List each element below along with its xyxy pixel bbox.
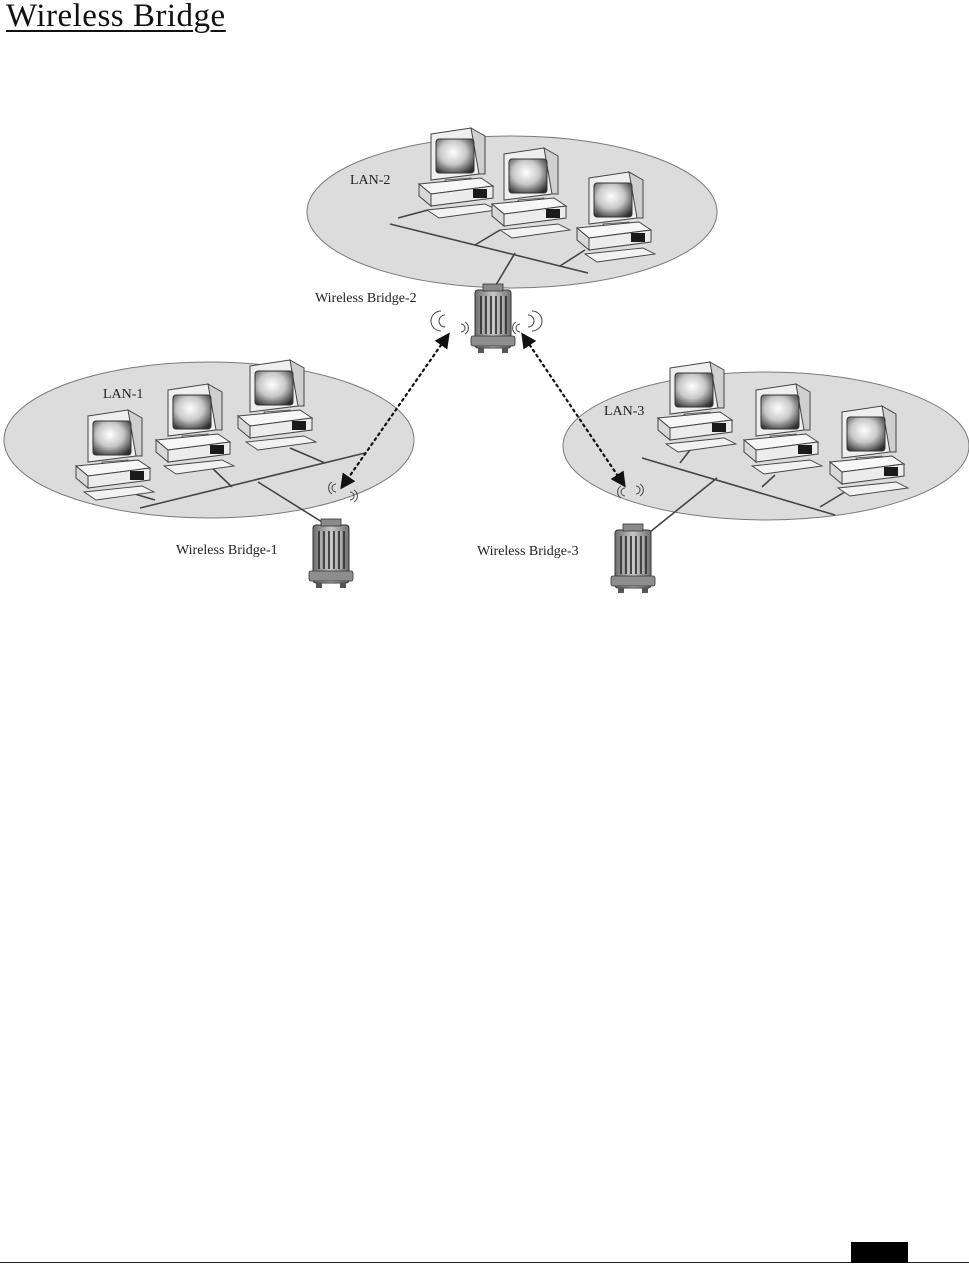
wireless-bridge-1-label: Wireless Bridge-1 [176,543,278,558]
lan-1-label: LAN-1 [103,387,143,402]
wireless-bridge-3-device [611,524,655,593]
wireless-bridge-2-label: Wireless Bridge-2 [315,291,417,306]
network-diagram: LAN-2 LAN-1 LAN-3 Wireless Bridge-2 Wire… [0,0,969,640]
wireless-bridge-2-device [471,284,515,353]
lan-3-label: LAN-3 [604,404,644,419]
wireless-bridge-1-device [309,519,353,588]
lan-2-label: LAN-2 [350,173,390,188]
page-number-box [851,1242,908,1263]
footer-divider [0,1262,969,1263]
wireless-bridge-3-label: Wireless Bridge-3 [477,544,579,559]
